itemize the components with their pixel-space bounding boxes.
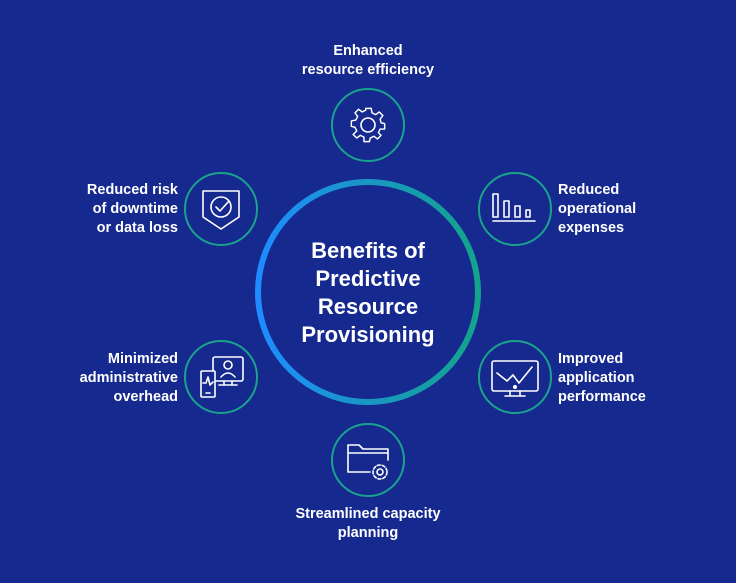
benefit-ring-efficiency — [331, 88, 405, 162]
bar-chart-icon — [492, 193, 536, 222]
folder-gear-icon — [347, 444, 389, 480]
title-line: Predictive — [315, 266, 421, 291]
label-line: Minimized — [107, 351, 178, 367]
label-line: planning — [337, 525, 399, 541]
label-line: administrative — [79, 370, 178, 386]
label-line: or data loss — [96, 220, 178, 236]
central-title: Benefits of Predictive Resource Provisio… — [268, 237, 468, 349]
benefit-ring-performance — [478, 340, 552, 414]
shield-check-icon — [202, 190, 240, 230]
label-line: Enhanced — [333, 43, 403, 59]
gear-icon — [350, 107, 386, 143]
benefit-ring-overhead — [184, 340, 258, 414]
label-line: performance — [558, 389, 646, 405]
label-line: expenses — [558, 220, 625, 236]
benefit-label-efficiency: Enhanced resource efficiency — [268, 42, 468, 80]
label-line: Reduced risk — [86, 182, 178, 198]
monitor-chart-icon — [491, 360, 539, 397]
label-line: Improved — [558, 351, 624, 367]
benefit-ring-planning — [331, 423, 405, 497]
title-line: Resource — [317, 294, 419, 319]
benefit-ring-risk — [184, 172, 258, 246]
label-line: application — [558, 370, 635, 386]
devices-user-icon — [200, 356, 244, 398]
label-line: Streamlined capacity — [295, 506, 441, 522]
benefit-label-planning: Streamlined capacity planning — [268, 505, 468, 543]
center-ring — [255, 179, 481, 405]
benefit-label-risk: Reduced risk of downtime or data loss — [8, 181, 178, 238]
label-line: overhead — [113, 389, 178, 405]
title-line: Benefits of — [311, 238, 425, 263]
label-line: Reduced — [558, 182, 620, 198]
label-line: of downtime — [92, 201, 178, 217]
label-line: operational — [558, 201, 637, 217]
benefit-label-expenses: Reduced operational expenses — [558, 181, 728, 238]
benefit-ring-expenses — [478, 172, 552, 246]
benefit-label-overhead: Minimized administrative overhead — [8, 350, 178, 407]
label-line: resource efficiency — [301, 62, 435, 78]
benefit-label-performance: Improved application performance — [558, 350, 728, 407]
title-line: Provisioning — [301, 322, 435, 347]
